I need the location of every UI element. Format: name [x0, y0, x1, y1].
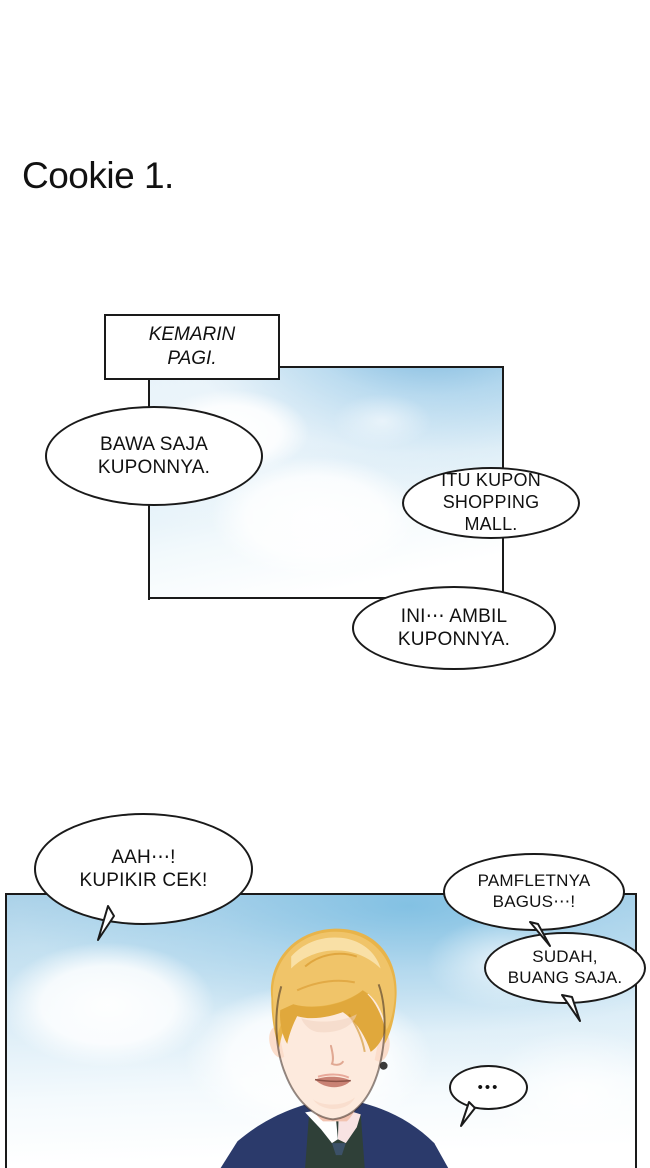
bubble-text: INI⋯ AMBIL KUPONNYA.: [397, 605, 511, 650]
comic-panel-blonde-character: [5, 893, 637, 1168]
bubble-sudah-buang: SUDAH, BUANG SAJA.: [484, 932, 646, 1004]
bubble-text: AAH⋯! KUPIKIR CEK!: [79, 846, 208, 891]
bubble-stem: [502, 366, 504, 484]
bubble-text: PAMFLETNYA BAGUS⋯!: [477, 871, 591, 911]
bubble-tail: [561, 994, 581, 1022]
bubble-text: SUDAH, BUANG SAJA.: [507, 947, 623, 987]
bubble-pamfletnya: PAMFLETNYA BAGUS⋯!: [443, 853, 625, 931]
caption-text: KEMARIN PAGI.: [148, 324, 236, 369]
caption-kemarin-pagi: KEMARIN PAGI.: [104, 314, 280, 380]
bubble-ini-ambil: INI⋯ AMBIL KUPONNYA.: [352, 586, 556, 670]
bubble-tail: [460, 1101, 476, 1127]
page-title: Cookie 1.: [22, 155, 174, 196]
bubble-text: BAWA SAJA KUPONNYA.: [97, 433, 211, 478]
bubble-text: ITU KUPON SHOPPING MALL.: [441, 470, 541, 534]
bubble-stem: [148, 383, 150, 425]
bubble-tail: [97, 905, 115, 941]
cloud-shape: [311, 381, 453, 460]
bubble-aah-kupikir: AAH⋯! KUPIKIR CEK!: [34, 813, 253, 925]
bubble-stem: [502, 536, 504, 598]
bubble-ellipsis: •••: [449, 1065, 528, 1110]
bubble-bawa-saja: BAWA SAJA KUPONNYA.: [45, 406, 263, 506]
character-illustration: [220, 928, 449, 1168]
bubble-tail: [529, 921, 551, 947]
bubble-itu-kupon: ITU KUPON SHOPPING MALL.: [402, 467, 580, 539]
bubble-text: •••: [477, 1079, 500, 1096]
bubble-stem: [148, 505, 150, 600]
